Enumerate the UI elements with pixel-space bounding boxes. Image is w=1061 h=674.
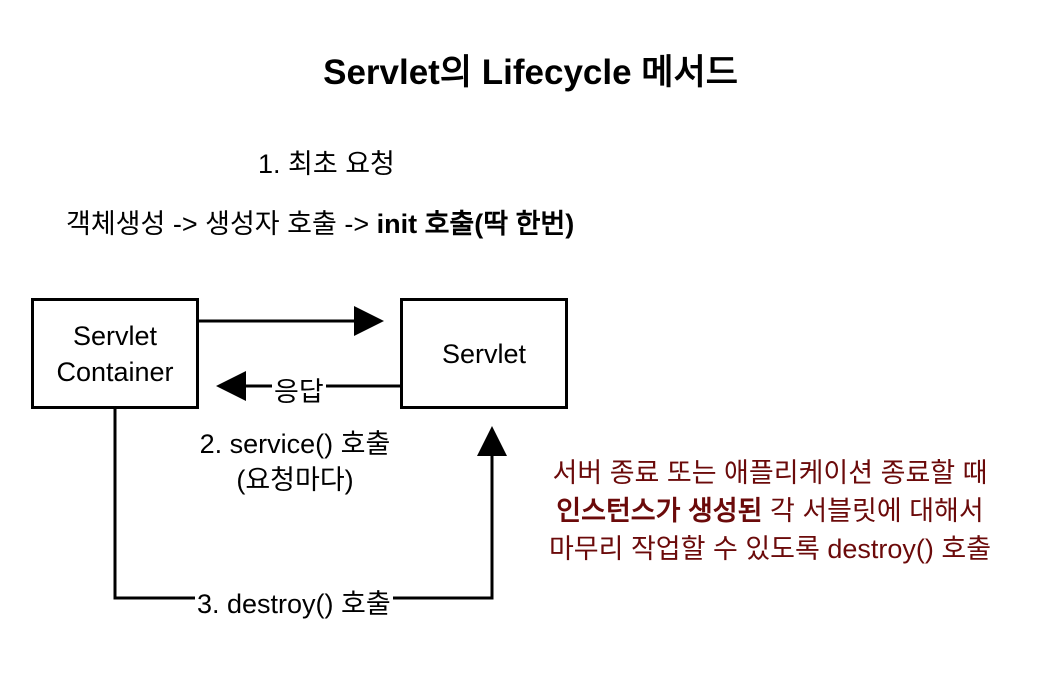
service-line1: 2. service() 호출 xyxy=(199,429,391,459)
diagram-title: Servlet의 Lifecycle 메서드 xyxy=(323,53,738,92)
note-line2: 인스턴스가 생성된 각 서블릿에 대해서 xyxy=(505,492,1035,530)
note-line2-bold: 인스턴스가 생성된 xyxy=(556,496,763,526)
init-bold: init 호출(딱 한번) xyxy=(376,209,575,239)
destroy-note: 서버 종료 또는 애플리케이션 종료할 때 인스턴스가 생성된 각 서블릿에 대… xyxy=(505,454,1035,568)
init-prefix: 객체생성 -> 생성자 호출 -> xyxy=(66,209,377,239)
service-line2: (요청마다) xyxy=(236,465,354,495)
service-label: 2. service() 호출 (요청마다) xyxy=(150,426,440,498)
servlet-container-node: Servlet Container xyxy=(31,298,199,409)
step1-label: 1. 최초 요청 xyxy=(258,149,395,179)
response-label: 응답 xyxy=(272,370,326,409)
init-description: 객체생성 -> 생성자 호출 -> init 호출(딱 한번) xyxy=(66,202,574,241)
note-line1: 서버 종료 또는 애플리케이션 종료할 때 xyxy=(552,458,988,488)
note-line3: 마무리 작업할 수 있도록 destroy() 호출 xyxy=(548,534,992,564)
container-line1: Servlet xyxy=(72,320,158,351)
destroy-label: 3. destroy() 호출 xyxy=(195,582,393,621)
container-line2: Container xyxy=(56,356,174,387)
note-line2-rest: 각 서블릿에 대해서 xyxy=(762,496,984,526)
servlet-label: Servlet xyxy=(441,338,527,369)
servlet-node: Servlet xyxy=(400,298,568,409)
